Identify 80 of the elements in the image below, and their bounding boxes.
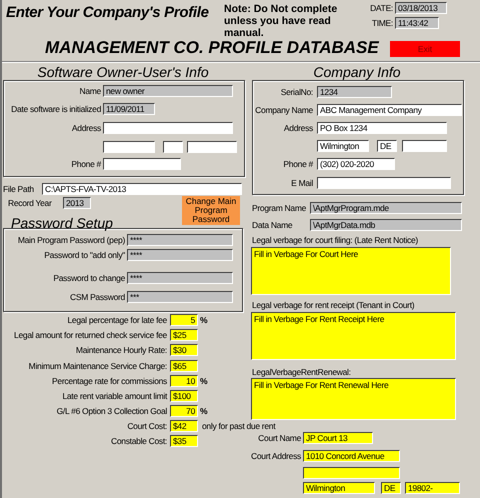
panel-heading: Software Owner-User's Info [36,64,210,80]
unit-label: % [200,314,208,326]
text-area: Fill in Verbage For Court Here [251,247,451,295]
field-label: Legal verbage for court filing: (Late Rent Notice) [252,234,418,246]
field-label: Legal verbage for rent receipt (Tenant in Court) [252,299,414,311]
field-label: Constable Cost: [111,435,167,447]
input-field: JP Court 13 [303,432,373,444]
input-field: 11:43:42 [395,17,439,29]
input-field: 5 [170,314,198,326]
field-label: Late rent variable amount limit [62,390,167,402]
unit-label: % [200,405,208,417]
input-field: $35 [170,435,198,447]
field-label: Phone # [283,158,313,170]
field-label: G/L #6 Option 3 Collection Goal [56,405,167,417]
input-field: $30 [170,344,198,356]
note-text: Note: Do Not complete unless you have read manual. [224,3,338,39]
field-label: CSM Password [70,291,125,303]
input-field: 10 [170,375,198,387]
input-field: **** [127,249,233,261]
input-field: new owner [103,85,233,97]
field-label: File Path [3,183,34,195]
field-label: Date software is initialized [11,103,101,115]
field-label: Court Cost: [127,420,167,432]
input-field: 19802- [405,482,460,494]
field-label: Legal percentage for late fee [67,314,167,326]
button: Exit [390,41,460,57]
input-field: Wilmington [317,140,369,152]
input-field: 70 [170,405,198,417]
form-title: Enter Your Company's Profile [6,3,209,23]
unit-label: % [200,375,208,387]
field-label: Minimum Maintenance Service Charge: [28,360,167,372]
field-label: Company Name [255,104,313,116]
field-label: E Mail [291,177,313,189]
panel-heading: Password Setup [10,215,114,231]
input-field: $65 [170,360,198,372]
field-label: Maintenance Hourly Rate: [76,344,167,356]
input-field: 1234 [317,86,392,98]
input-field: $42 [170,420,198,432]
text-area: Fill in Verbage For Rent Renewal Here [251,378,456,420]
database-heading: MANAGEMENT CO. PROFILE DATABASE [45,38,379,58]
field-label: Phone # [71,158,101,170]
input-field: 03/18/2013 [395,2,447,14]
input-field: \AptMgrData.mdb [310,219,462,231]
input-field: (302) 020-2020 [317,158,395,170]
input-field: C:\APTS-FVA-TV-2013 [42,183,242,195]
panel-heading: Company Info [312,64,402,80]
input-field: $25 [170,329,198,341]
field-label: Program Name [252,202,306,214]
input-field: 1010 Concord Avenue [303,450,400,462]
field-label: TIME: [372,17,393,29]
input-field: \AptMgrProgram.mde [310,202,462,214]
input-field: 11/09/2011 [103,103,155,115]
input-field: $100 [170,390,198,402]
field-label: Main Program Password (pep) [18,234,125,246]
field-label: DATE: [370,2,393,14]
input-field: DE [381,482,401,494]
field-label: LegalVerbageRentRenewal: [252,366,351,378]
input-field: ABC Management Company [317,104,462,116]
field-label: Address [284,122,313,134]
field-label: Percentage rate for commissions [52,375,167,387]
field-label: Court Name [258,432,301,444]
field-label: Court Address [251,450,301,462]
input-field: 2013 [63,197,91,209]
input-field: **** [127,234,233,246]
field-label: Legal amount for returned check service fee [14,329,167,341]
field-label: Address [72,122,101,134]
field-label: Data Name [252,219,292,231]
field-label: SerialNo: [280,86,313,98]
input-field: **** [127,272,233,284]
input-field: Wilmington [303,482,375,494]
input-field: PO Box 1234 [317,122,447,134]
input-field: DE [377,140,397,152]
field-label: Record Year [8,197,52,209]
text-area: Fill in Verbage For Rent Receipt Here [251,312,456,360]
field-label: Password to "add only" [44,249,125,261]
field-label: Password to change [53,272,125,284]
field-label: only for past due rent [202,420,276,432]
input-field: *** [127,291,233,303]
button: Change Main Program Password [182,196,240,225]
field-label: Name [80,85,101,97]
